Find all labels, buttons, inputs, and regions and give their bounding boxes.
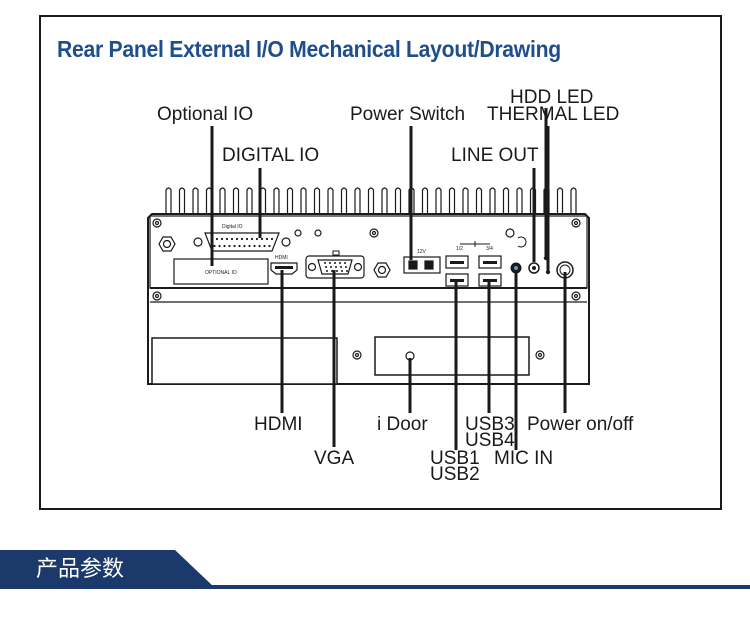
label-line-out: LINE OUT bbox=[451, 145, 539, 166]
io-plate bbox=[149, 215, 588, 289]
label-optional-io: Optional IO bbox=[157, 104, 254, 125]
section-header-rule bbox=[0, 585, 750, 589]
hdmi-mark: HDMI bbox=[275, 255, 288, 261]
drawing-title: Rear Panel External I/O Mechanical Layou… bbox=[57, 36, 561, 62]
thermal-led bbox=[545, 269, 551, 275]
antenna-connector-center bbox=[373, 262, 391, 278]
label-usb2: USB2 bbox=[430, 464, 480, 485]
label-usb1: USB1 bbox=[430, 448, 480, 469]
label-mic-in: MIC IN bbox=[494, 448, 554, 469]
vga-port bbox=[305, 255, 365, 279]
power-terminal bbox=[403, 256, 441, 274]
usb34-mark: 3/4 bbox=[486, 246, 493, 252]
label-digital-io: DIGITAL IO bbox=[222, 145, 320, 166]
screws bbox=[152, 218, 581, 360]
label-hdmi: HDMI bbox=[254, 414, 303, 435]
lower-left-cover bbox=[151, 337, 338, 385]
label-power-on-off: Power on/off bbox=[527, 414, 634, 435]
label-usb4: USB4 bbox=[465, 430, 515, 451]
section-title: 产品参数 bbox=[36, 557, 125, 582]
digital-io-mark: Digital IO bbox=[222, 224, 243, 230]
label-vga: VGA bbox=[314, 448, 355, 469]
section-header-tab bbox=[0, 550, 215, 588]
label-thermal-led: THERMAL LED bbox=[487, 104, 620, 125]
power-mark: 12V bbox=[417, 249, 427, 255]
label-i-door: i Door bbox=[377, 414, 428, 435]
leader-lines bbox=[210, 108, 567, 450]
optional-io-slot bbox=[173, 258, 269, 285]
label-hdd-led: HDD LED bbox=[510, 87, 594, 108]
usb12-mark: 1/2 bbox=[456, 246, 463, 252]
antenna-connector-left bbox=[158, 236, 176, 252]
optional-io-mark: OPTIONAL IO bbox=[205, 270, 237, 276]
label-usb3: USB3 bbox=[465, 414, 515, 435]
heatsink-fins bbox=[165, 187, 577, 214]
label-power-switch: Power Switch bbox=[350, 104, 466, 125]
idoor-cover bbox=[374, 336, 530, 376]
